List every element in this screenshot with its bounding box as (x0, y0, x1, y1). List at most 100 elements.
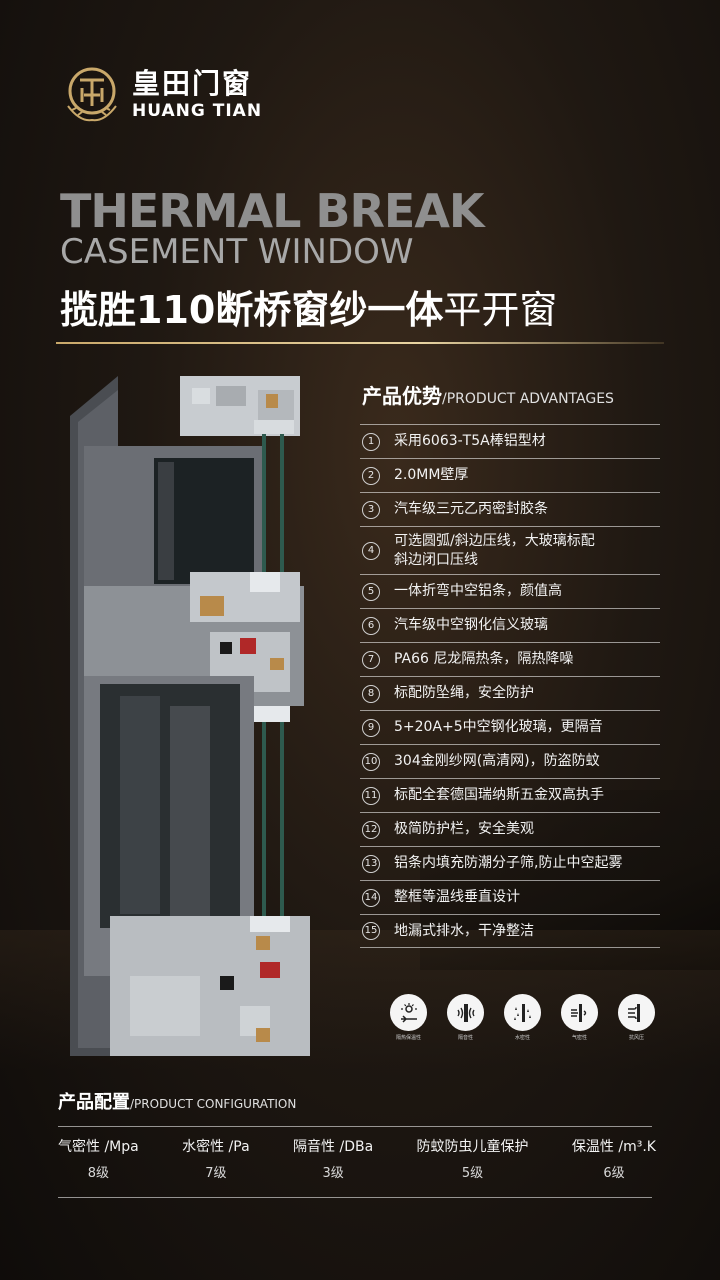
advantage-text: 汽车级中空钢化信义玻璃 (394, 617, 548, 633)
advantage-item: 12 极简防护栏，安全美观 (360, 812, 660, 846)
brand-name-cn: 皇田门窗 (132, 67, 253, 100)
advantage-number: 11 (362, 786, 380, 805)
advantage-item: 8 标配防坠绳，安全防护 (360, 676, 660, 710)
advantage-item: 9 5+20A+5中空钢化玻璃，更隔音 (360, 710, 660, 744)
advantage-item: 14 整框等温线垂直设计 (360, 880, 660, 914)
wind-resistance-icon (618, 994, 655, 1031)
configuration-value: 3级 (322, 1166, 344, 1181)
advantage-text: 采用6063-T5A棒铝型材 (394, 433, 546, 449)
feature-air: 气密性 (561, 994, 598, 1041)
advantage-text: 铝条内填充防潮分子筛,防止中空起雾 (394, 855, 623, 871)
advantage-text: 304金刚纱网(高清网)，防盗防蚊 (394, 753, 600, 769)
brand-logo: 皇田门窗 HUANG TIAN (60, 62, 262, 126)
advantages-heading: 产品优势/PRODUCT ADVANTAGES (362, 380, 614, 409)
configuration-table: 气密性 /Mpa 8级 水密性 /Pa 7级 隔音性 /DBa 3级 防蚊防虫儿童保护… (58, 1138, 656, 1182)
window-cross-section-illustration (70, 376, 310, 1056)
advantage-item: 11 标配全套德国瑞纳斯五金双高执手 (360, 778, 660, 812)
advantage-item: 10 304金刚纱网(高清网)，防盗防蚊 (360, 744, 660, 778)
advantage-text: 极简防护栏，安全美观 (394, 821, 534, 837)
air-tightness-icon (561, 994, 598, 1031)
feature-icons: 隔热保温性 隔音性 水密性 气密性 抗风压 (390, 994, 655, 1041)
configuration-column: 水密性 /Pa 7级 (182, 1138, 250, 1182)
advantage-text: 一体折弯中空铝条，颜值高 (394, 583, 562, 599)
feature-thermal: 隔热保温性 (390, 994, 427, 1041)
advantage-number: 1 (362, 432, 380, 451)
brand-name-en: HUANG TIAN (132, 101, 263, 121)
configuration-heading-en: PRODUCT CONFIGURATION (134, 1097, 297, 1111)
configuration-label: 气密性 /Mpa (58, 1139, 139, 1155)
advantage-text-line1: 可选圆弧/斜边压线，大玻璃标配 (394, 532, 595, 549)
title-english-line1: THERMAL BREAK (60, 184, 485, 238)
advantage-text: 整框等温线垂直设计 (394, 889, 520, 905)
feature-sound: 隔音性 (447, 994, 484, 1041)
advantage-number: 3 (362, 500, 380, 519)
advantage-number: 9 (362, 718, 380, 737)
water-tightness-icon (504, 994, 541, 1031)
advantage-number: 10 (362, 752, 380, 771)
advantage-item: 2 2.0MM壁厚 (360, 458, 660, 492)
sound-insulation-icon (447, 994, 484, 1031)
title-chinese-bold: 揽胜110断桥窗纱一体 (60, 288, 444, 332)
advantage-text: 5+20A+5中空钢化玻璃，更隔音 (394, 719, 603, 735)
configuration-label: 隔音性 /DBa (293, 1139, 374, 1155)
feature-caption: 抗风压 (628, 1035, 644, 1041)
advantage-text: 标配全套德国瑞纳斯五金双高执手 (394, 787, 604, 803)
configuration-heading-cn: 产品配置 (58, 1092, 130, 1113)
advantage-item: 6 汽车级中空钢化信义玻璃 (360, 608, 660, 642)
feature-caption: 隔音性 (457, 1035, 473, 1041)
configuration-column: 气密性 /Mpa 8级 (58, 1138, 139, 1182)
configuration-value: 8级 (87, 1166, 109, 1181)
configuration-value: 6级 (603, 1166, 625, 1181)
feature-caption: 气密性 (571, 1035, 587, 1041)
title-chinese-light: 平开窗 (443, 288, 558, 332)
configuration-divider-bottom (58, 1197, 652, 1198)
title-divider (56, 342, 664, 344)
advantage-number: 5 (362, 582, 380, 601)
advantages-heading-cn: 产品优势 (362, 384, 442, 408)
advantage-item: 3 汽车级三元乙丙密封胶条 (360, 492, 660, 526)
advantage-item: 1 采用6063-T5A棒铝型材 (360, 424, 660, 458)
advantage-item: 7 PA66 尼龙隔热条，隔热降噪 (360, 642, 660, 676)
advantage-text: PA66 尼龙隔热条，隔热降噪 (394, 651, 574, 667)
advantage-number: 7 (362, 650, 380, 669)
advantage-text-line2: 斜边闭口压线 (394, 551, 478, 568)
brand-emblem-icon (67, 67, 117, 122)
feature-caption: 隔热保温性 (395, 1035, 421, 1041)
advantage-number: 12 (362, 820, 380, 839)
advantages-heading-sep: / (442, 391, 447, 407)
advantage-text: 汽车级三元乙丙密封胶条 (394, 501, 548, 517)
configuration-column: 保温性 /m³.K 6级 (572, 1138, 656, 1182)
advantage-number: 15 (362, 922, 380, 940)
feature-caption: 水密性 (514, 1035, 530, 1041)
thermal-insulation-icon (390, 994, 427, 1031)
configuration-label: 保温性 /m³.K (571, 1139, 656, 1155)
feature-water: 水密性 (504, 994, 541, 1041)
configuration-value: 5级 (461, 1166, 484, 1181)
advantage-item: 15 地漏式排水，干净整洁 (360, 914, 660, 948)
advantage-item: 13 铝条内填充防潮分子筛,防止中空起雾 (360, 846, 660, 880)
advantage-text: 地漏式排水，干净整洁 (394, 922, 534, 939)
configuration-label: 水密性 /Pa (182, 1139, 250, 1155)
advantage-item: 5 一体折弯中空铝条，颜值高 (360, 574, 660, 608)
advantage-number: 4 (362, 541, 380, 560)
configuration-value: 7级 (205, 1166, 227, 1181)
configuration-column: 隔音性 /DBa 3级 (293, 1138, 373, 1182)
advantage-number: 14 (362, 888, 380, 907)
advantage-number: 13 (362, 854, 380, 873)
advantages-heading-en: PRODUCT ADVANTAGES (446, 391, 614, 407)
advantage-item: 4 可选圆弧/斜边压线，大玻璃标配斜边闭口压线 (360, 526, 660, 574)
advantage-text: 2.0MM壁厚 (394, 467, 469, 483)
advantage-number: 2 (362, 466, 380, 485)
feature-wind: 抗风压 (618, 994, 655, 1041)
advantage-text: 可选圆弧/斜边压线，大玻璃标配斜边闭口压线 (394, 532, 595, 570)
configuration-heading: 产品配置/PRODUCT CONFIGURATION (58, 1088, 296, 1114)
advantage-text: 标配防坠绳，安全防护 (394, 685, 534, 701)
advantage-number: 8 (362, 684, 380, 703)
configuration-divider-top (58, 1126, 652, 1127)
title-english-line2: CASEMENT WINDOW (60, 232, 414, 272)
configuration-heading-sep: / (130, 1097, 135, 1111)
advantage-number: 6 (362, 616, 380, 635)
